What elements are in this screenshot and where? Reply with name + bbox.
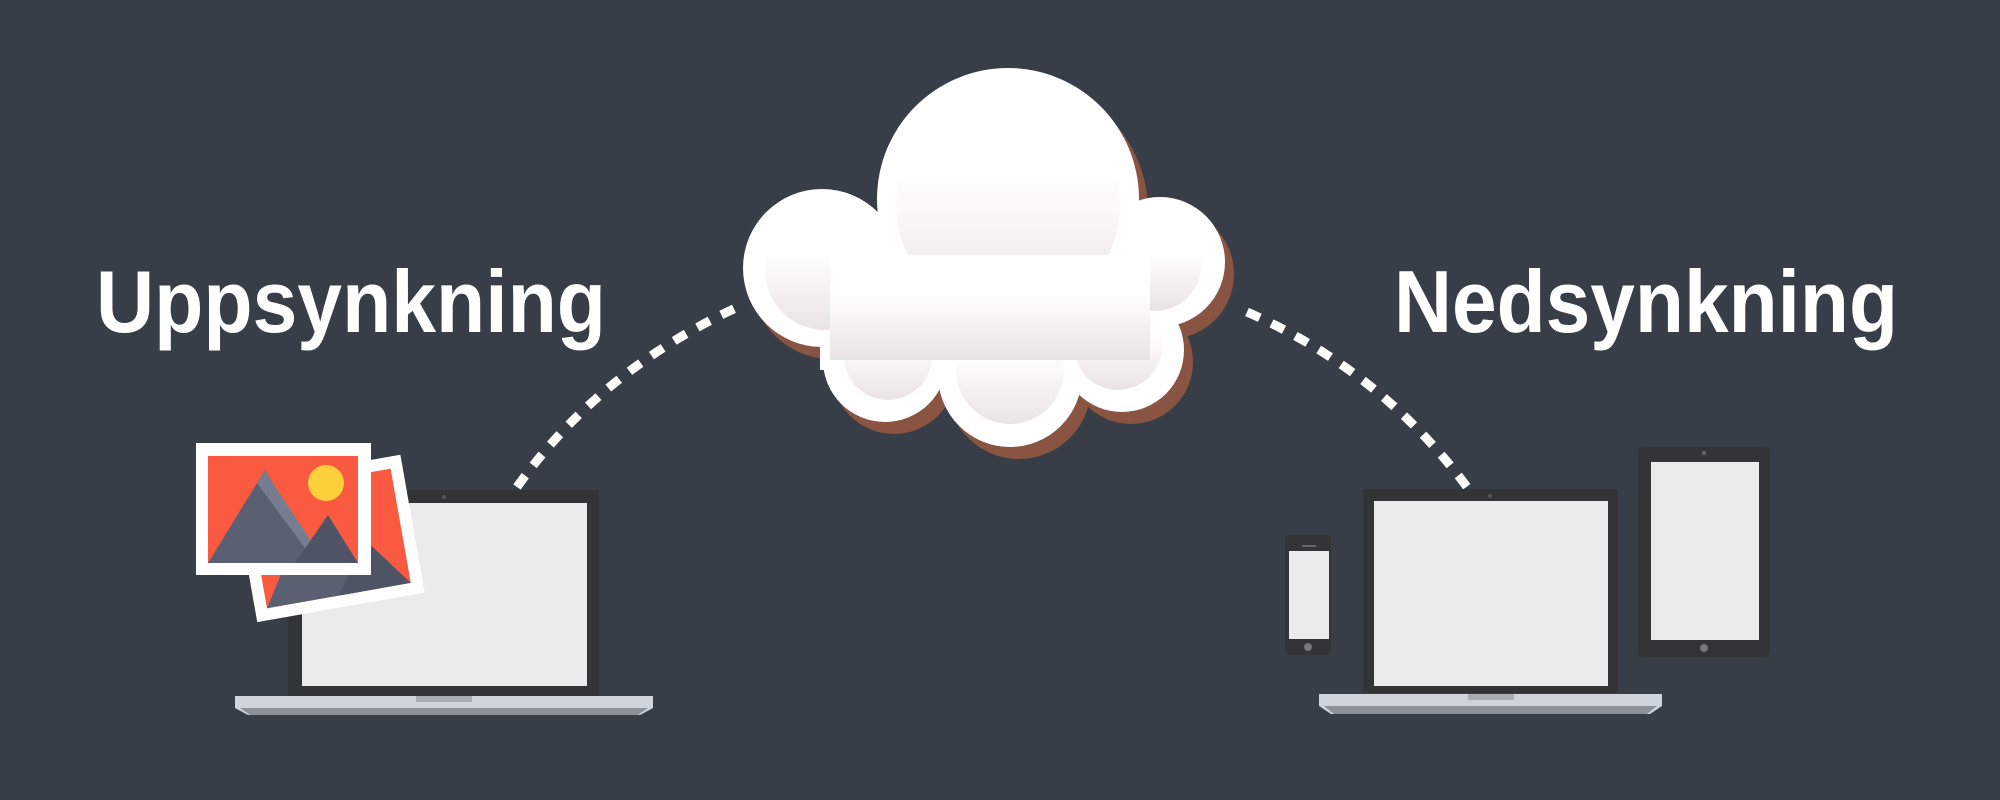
laptop-icon	[1319, 489, 1662, 714]
upload-label: Uppsynkning	[96, 252, 606, 351]
phone-icon	[1285, 535, 1331, 655]
upload-sync-path	[513, 301, 742, 490]
tablet-icon	[1638, 447, 1770, 657]
cloud-icon	[743, 68, 1234, 459]
download-sync-path	[1245, 307, 1471, 490]
download-label: Nedsynkning	[1394, 252, 1898, 351]
photo-icon	[196, 443, 371, 575]
